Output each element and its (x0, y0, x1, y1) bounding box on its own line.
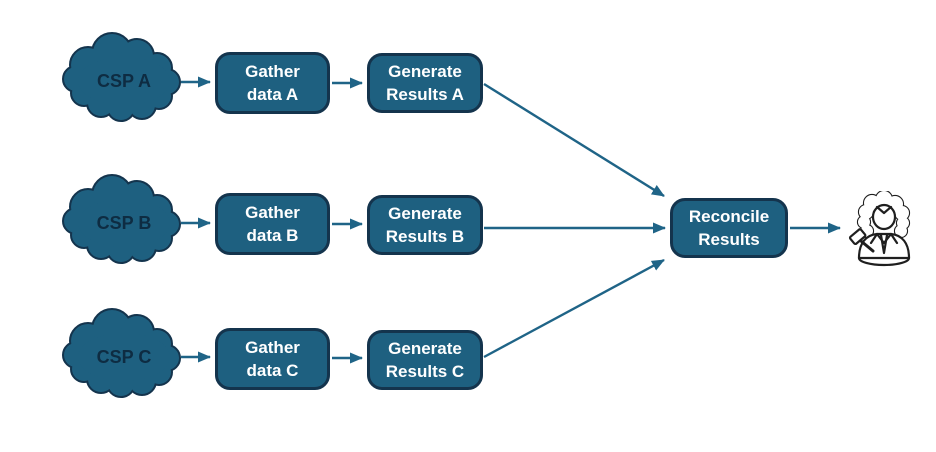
judge-with-gavel-icon (846, 189, 920, 269)
node-reconcile-results: Reconcile Results (670, 198, 788, 258)
node-gather-data-a: Gather data A (215, 52, 330, 114)
judge-hair-peak (875, 205, 893, 215)
node-generate-results-b: Generate Results B (367, 195, 483, 255)
node-generate-results-a: Generate Results A (367, 53, 483, 113)
node-gather-data-b: Gather data B (215, 193, 330, 255)
judge-lapels (869, 232, 899, 245)
judge-collar (875, 232, 893, 245)
cloud-label-csp-b: CSP B (96, 213, 152, 233)
cloud-label-csp-a: CSP A (96, 71, 152, 91)
arrow-generateC-reconcile (483, 258, 665, 359)
cloud-label-csp-c: CSP C (96, 347, 152, 367)
arrow-generateA-reconcile (483, 82, 665, 198)
node-generate-results-c: Generate Results C (367, 330, 483, 390)
flow-arrows (181, 76, 841, 364)
judge-face (871, 203, 897, 231)
node-gather-data-c: Gather data C (215, 328, 330, 390)
judge-tie (879, 233, 889, 255)
